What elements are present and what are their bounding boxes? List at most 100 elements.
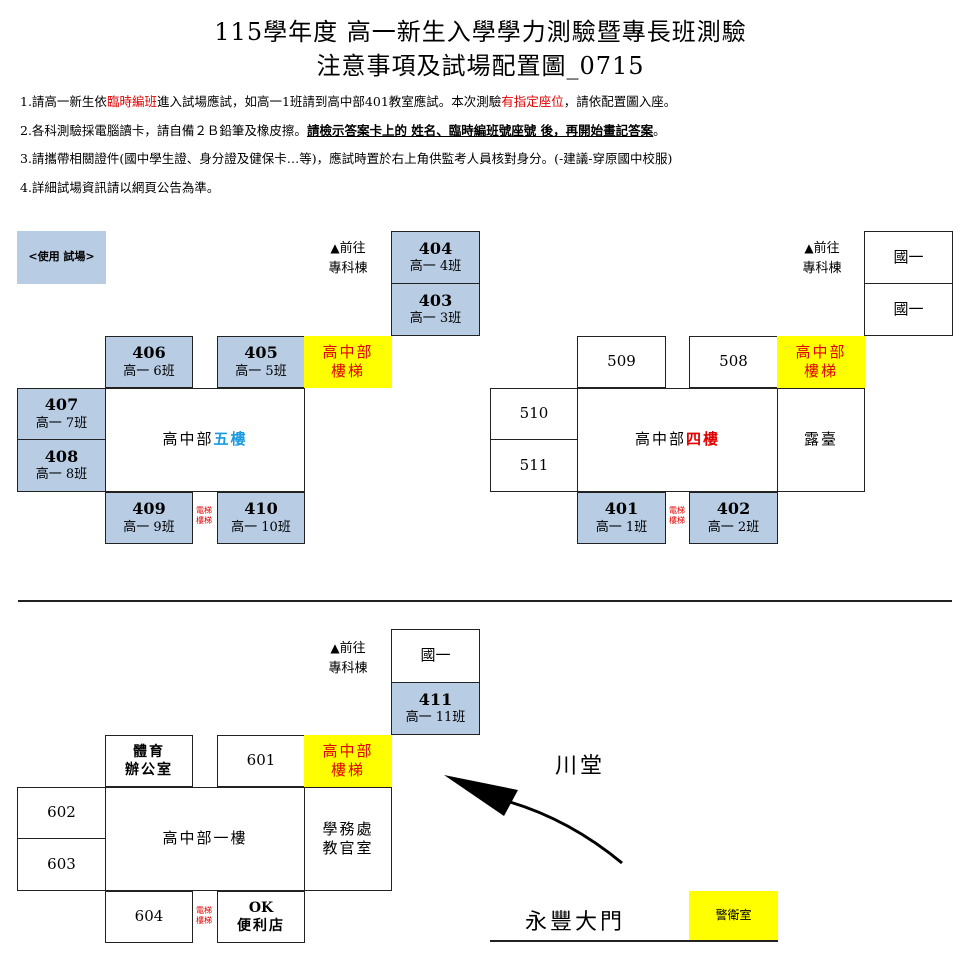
room-label: 國一 [420,646,451,665]
room-class: 高一 1班 [595,519,648,535]
staircase-f4: 高中部 樓梯 [777,336,865,388]
note-2-text-a: 2.各科測驗採電腦讀卡，請自備２Ｂ鉛筆及橡皮擦。 [20,122,307,138]
floor-name: 四樓 [686,430,721,449]
note-4: 4.詳細試場資訊請以網頁公告為準。 [20,179,220,195]
floor-prefix: 高中部 [162,430,214,449]
direction-line2: 專科棟 [802,260,842,276]
up-arrow-icon: ▲ [804,241,814,255]
room-class: 高一 9班 [123,519,175,535]
gate-line [490,940,778,942]
direction-to-specialty-building-f1: ▲前往 專科棟 [312,639,384,678]
room-402: 402 高一 2班 [689,492,778,544]
note-1-text-a: 1.請高一新生依 [20,94,107,109]
staircase-f1: 高中部 樓梯 [304,735,392,787]
elevator-line1: 電梯 [196,506,212,515]
room-label: 國一 [893,247,924,266]
elevator-line1: 電梯 [669,506,685,515]
room-class: 高一 5班 [235,363,287,379]
floor-prefix: 高中部 [634,430,686,449]
floor-1-hall: 高中部一樓 [105,787,305,891]
room-class: 高一 4班 [409,259,462,275]
hall-label: 川堂 [555,754,606,779]
academic-affairs-office: 學務處 教官室 [304,787,392,891]
elevator-line2: 樓梯 [196,515,212,525]
main-gate-label: 永豐大門 [525,910,626,935]
floor-name: 五樓 [213,430,248,449]
room-class: 高一 3班 [409,311,462,327]
room-junior-grade1-a: 國一 [864,231,953,284]
pe-office-line2: 辦公室 [125,762,173,778]
floor-4-hall: 高中部四樓 [577,388,778,492]
room-404: 404 高一 4班 [391,231,480,284]
direction-to-specialty-building-f5: ▲前往 專科棟 [312,239,384,278]
stair-line2: 樓梯 [330,761,365,779]
academic-line1: 學務處 [322,819,374,838]
note-2-text-c: 。 [653,122,666,138]
elevator-f5: 電梯 樓梯 [194,506,214,525]
elevator-line1: 電梯 [196,906,212,915]
terrace-label: 露臺 [803,430,838,449]
room-number: 404 [418,238,453,258]
floor-4-label: 高中部四樓 [635,430,720,450]
room-number: 602 [47,803,76,822]
pe-office-line1: 體育 [133,743,165,760]
direction-to-specialty-building-f4: ▲前往 專科棟 [786,239,858,278]
room-401: 401 高一 1班 [577,492,666,544]
room-number: 406 [132,343,166,363]
room-number: 510 [519,404,549,423]
room-602: 602 [17,787,106,839]
floor-1-label: 高中部一樓 [162,829,248,848]
guard-room: 警衛室 [689,891,778,940]
room-number: 402 [716,499,751,519]
room-603: 603 [17,838,106,891]
staircase-f5: 高中部 樓梯 [304,336,392,388]
notes-list: 1.請高一新生依臨時編班進入試場應試，如高一1班請到高中部401教室應試。本次測… [20,92,950,206]
note-2-emphasis: 請檢示答案卡上的 姓名、臨時編班號座號 後，再開始畫記答案 [306,122,654,138]
stair-line1: 高中部 [322,741,374,760]
room-number: 411 [418,689,453,709]
direction-line1: 前往 [339,241,366,256]
elevator-line2: 樓梯 [196,915,212,925]
note-1-text-b: 進入試場應試，如高一1班請到高中部401教室應試。本次測驗 [156,94,502,109]
page-title: 115學年度 高一新生入學學力測驗暨專長班測驗 [214,18,747,46]
section-divider [18,600,952,602]
room-number: 405 [244,343,278,363]
room-601: 601 [217,735,305,787]
room-407: 407 高一 7班 [17,388,106,440]
note-2: 2.各科測驗採電腦讀卡，請自備２Ｂ鉛筆及橡皮擦。請檢示答案卡上的 姓名、臨時編班… [20,121,950,150]
stair-line1: 高中部 [322,342,374,361]
room-number: 604 [134,907,164,926]
room-410: 410 高一 10班 [217,492,305,544]
room-class: 高一 6班 [123,363,175,379]
room-511: 511 [490,439,578,492]
elevator-f4: 電梯 樓梯 [667,506,687,525]
page-subtitle: 注意事項及試場配置圖_0715 [316,52,645,80]
direction-line1: 前往 [339,641,366,656]
note-1-text-c: ，請依配置圖入座。 [563,94,677,109]
legend-used-room: <使用 試場> [17,231,106,284]
note-1-highlight-b: 有指定座位 [501,94,564,109]
floor-5-hall: 高中部五樓 [105,388,305,492]
room-509: 509 [577,336,666,388]
room-class: 高一 8班 [35,467,88,483]
room-number: 508 [719,352,748,371]
room-number: 407 [44,395,79,415]
room-junior-grade1-f1: 國一 [391,629,480,683]
room-junior-grade1-b: 國一 [864,283,953,336]
room-409: 409 高一 9班 [105,492,193,544]
room-class: 高一 11班 [405,710,466,726]
room-406: 406 高一 6班 [105,336,193,388]
note-3: 3.請攜帶相關證件(國中學生證、身分證及健保卡…等)，應試時置於右上角供監考人員… [20,151,673,166]
store-line1: OK [248,899,274,916]
legend-label: <使用 試場> [28,250,95,264]
terrace: 露臺 [777,388,865,492]
note-1: 1.請高一新生依臨時編班進入試場應試，如高一1班請到高中部401教室應試。本次測… [20,92,950,121]
room-number: 409 [132,499,166,519]
store-line2: 便利店 [237,918,285,934]
elevator-line2: 樓梯 [669,515,685,525]
room-510: 510 [490,388,578,440]
up-arrow-icon: ▲ [330,241,340,255]
room-label: 國一 [893,299,924,318]
room-number: 603 [47,854,76,873]
room-405: 405 高一 5班 [217,336,305,388]
